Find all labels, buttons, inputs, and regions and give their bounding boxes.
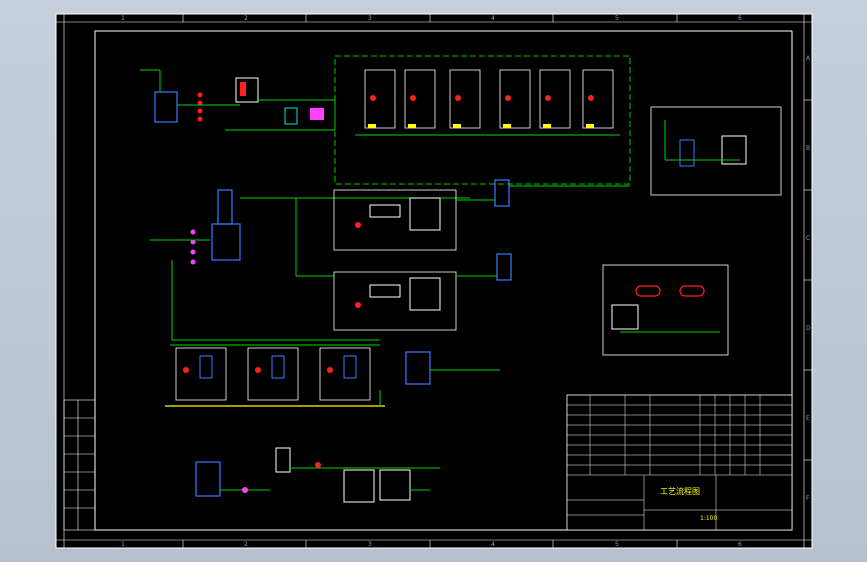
heat-exchanger-icon bbox=[409, 197, 441, 231]
heat-exchanger-icon bbox=[369, 204, 401, 218]
heat-exchanger-icon bbox=[235, 77, 259, 103]
exchanger-train-2[interactable] bbox=[295, 198, 512, 331]
feed-section[interactable] bbox=[140, 69, 336, 131]
top-number: 2 bbox=[244, 15, 248, 22]
column-icon bbox=[494, 179, 510, 207]
zone-labels: 1 2 3 4 5 6 1 2 3 4 5 6 A B C D E F bbox=[121, 15, 811, 548]
tank-icon bbox=[154, 91, 178, 123]
bottom-treatment[interactable] bbox=[195, 447, 440, 503]
heat-exchanger-icon bbox=[409, 277, 441, 311]
pump-icon bbox=[284, 107, 298, 125]
top-number: 3 bbox=[368, 15, 372, 22]
heat-exchanger-icon bbox=[343, 469, 375, 503]
bottom-number: 1 bbox=[121, 541, 125, 548]
inset-detail-1[interactable] bbox=[650, 106, 782, 196]
side-letter: A bbox=[806, 55, 811, 62]
drawing-scale: 1:100 bbox=[700, 515, 717, 522]
absorption-section[interactable] bbox=[150, 189, 470, 341]
valve-icon bbox=[197, 92, 203, 122]
column-icon bbox=[496, 253, 512, 281]
top-number: 5 bbox=[615, 15, 619, 22]
column-icon bbox=[275, 447, 291, 473]
tank-icon bbox=[405, 351, 431, 385]
side-letter: F bbox=[806, 495, 810, 502]
tank-icon bbox=[211, 223, 241, 261]
tank-icon bbox=[721, 135, 747, 165]
bottom-number: 3 bbox=[368, 541, 372, 548]
heat-exchanger-icon bbox=[369, 284, 401, 298]
top-number: 6 bbox=[738, 15, 742, 22]
pump-icon bbox=[310, 108, 324, 120]
side-letter: D bbox=[806, 325, 811, 332]
tank-icon bbox=[611, 304, 639, 330]
revision-strip bbox=[63, 399, 96, 531]
reactor-bank[interactable] bbox=[334, 55, 631, 185]
title-block: 工艺流程图 1:100 bbox=[566, 394, 793, 531]
bottom-number: 5 bbox=[615, 541, 619, 548]
exchanger-train-1[interactable] bbox=[333, 179, 630, 251]
bottom-number: 2 bbox=[244, 541, 248, 548]
side-letter: C bbox=[806, 235, 810, 242]
top-number: 4 bbox=[491, 15, 495, 22]
drawing-title: 工艺流程图 bbox=[660, 486, 700, 496]
side-letter: B bbox=[806, 145, 810, 152]
side-letter: E bbox=[806, 415, 810, 422]
inner-frame bbox=[94, 30, 793, 531]
bottom-number: 4 bbox=[491, 541, 495, 548]
crystallizer-bank[interactable] bbox=[165, 344, 500, 407]
inset-detail-2[interactable] bbox=[602, 264, 729, 356]
top-number: 1 bbox=[121, 15, 125, 22]
column-icon bbox=[679, 139, 695, 167]
valve-icon bbox=[190, 229, 196, 265]
tank-icon bbox=[195, 461, 221, 497]
bottom-number: 6 bbox=[738, 541, 742, 548]
